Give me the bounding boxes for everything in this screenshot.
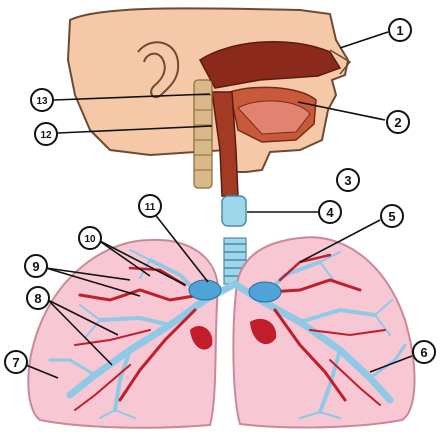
callout-5: 5 xyxy=(381,205,403,227)
callout-9-label: 9 xyxy=(32,259,39,274)
callout-11-label: 11 xyxy=(145,202,156,213)
right-hilum-vessel xyxy=(249,282,281,302)
left-hilum-vessel xyxy=(189,280,221,300)
callout-12-label: 12 xyxy=(40,130,52,141)
callout-3: 3 xyxy=(337,169,359,191)
left-lung-outline xyxy=(28,240,218,428)
callout-12: 12 xyxy=(35,123,57,145)
larynx xyxy=(222,196,246,226)
callout-1-label: 1 xyxy=(396,23,403,38)
callout-8-label: 8 xyxy=(34,291,41,306)
callout-11: 11 xyxy=(139,195,161,217)
callout-1: 1 xyxy=(389,19,411,41)
leader-1 xyxy=(340,32,388,48)
callout-8: 8 xyxy=(27,287,49,309)
callout-13: 13 xyxy=(31,89,53,111)
callout-13-label: 13 xyxy=(36,96,48,107)
callout-10: 10 xyxy=(79,227,101,249)
callout-5-label: 5 xyxy=(388,209,395,224)
callout-6-label: 6 xyxy=(420,345,427,360)
left-lung xyxy=(28,240,218,428)
callout-6: 6 xyxy=(413,341,435,363)
callout-7: 7 xyxy=(5,351,27,373)
callout-9: 9 xyxy=(25,255,47,277)
spine xyxy=(194,80,212,188)
callout-4: 4 xyxy=(319,201,341,223)
head-illustration xyxy=(68,8,350,196)
callout-4-label: 4 xyxy=(326,205,334,220)
callout-7-label: 7 xyxy=(12,355,19,370)
callout-10-label: 10 xyxy=(84,234,96,245)
callout-2-label: 2 xyxy=(394,115,401,130)
callout-3-label: 3 xyxy=(344,173,351,188)
callout-2: 2 xyxy=(387,111,409,133)
